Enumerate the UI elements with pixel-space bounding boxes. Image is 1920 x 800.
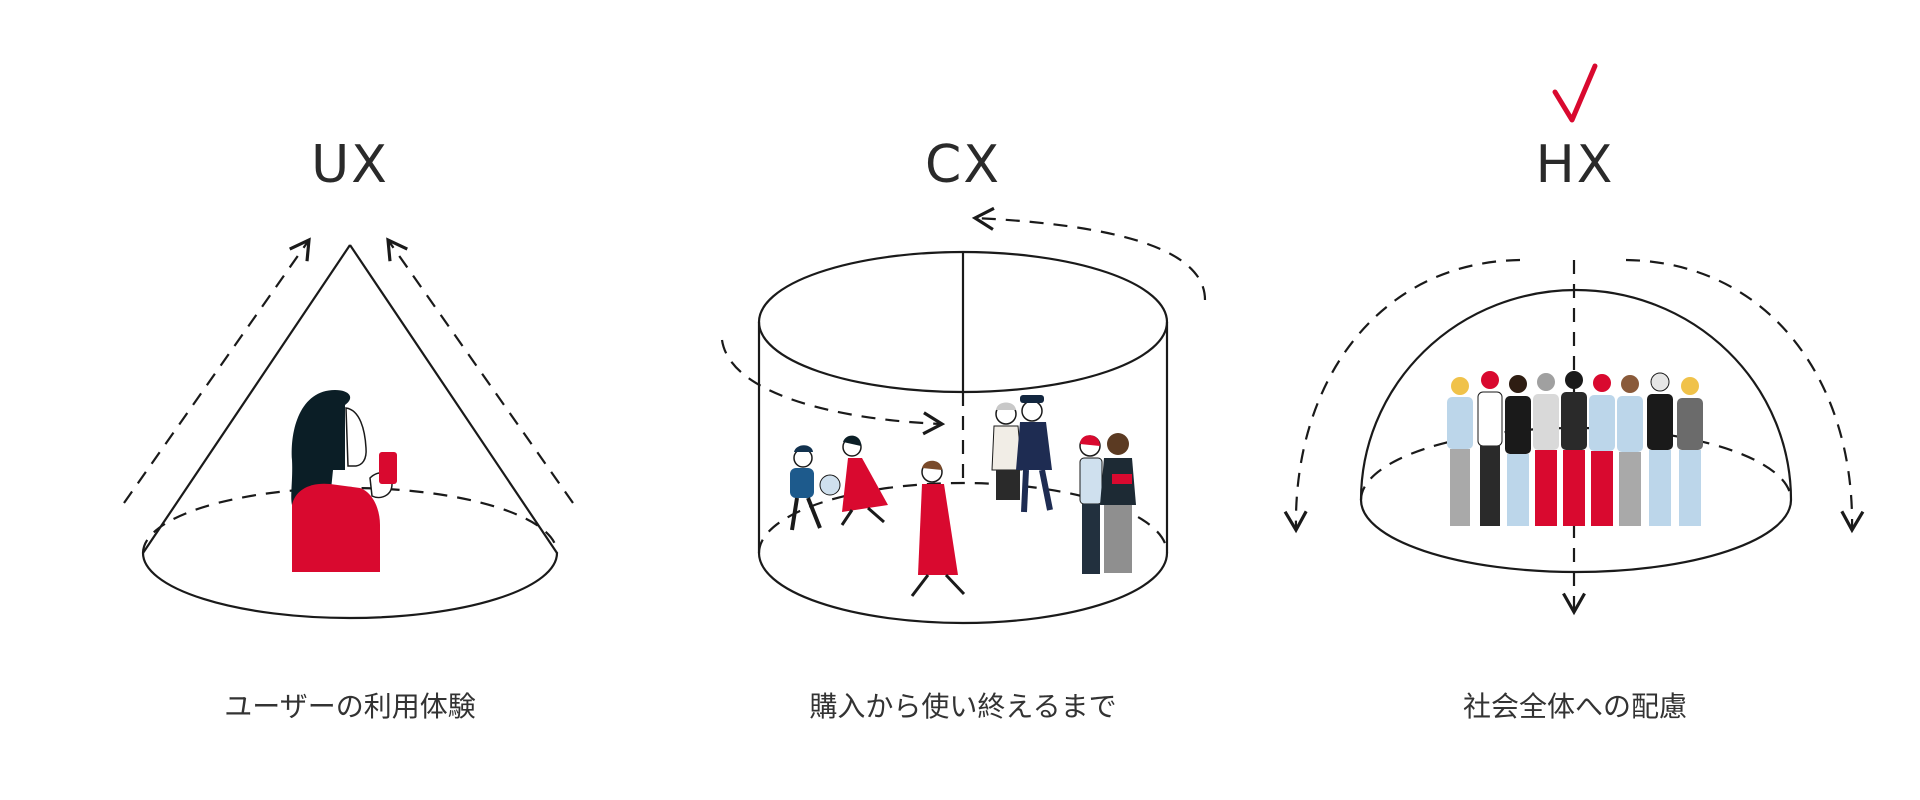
woman-with-phone-illustration xyxy=(291,390,397,572)
panel-title-ux: UX xyxy=(311,135,389,195)
cx-arrows xyxy=(720,206,1207,436)
check-icon xyxy=(1552,63,1598,123)
cx-cylinder-shape xyxy=(757,250,1169,625)
panel-caption-cx: 購入から使い終えるまで xyxy=(809,690,1117,723)
ux-arrows xyxy=(123,237,574,504)
panel-title-hx: HX xyxy=(1535,135,1615,195)
crowd-illustration xyxy=(1447,371,1703,526)
panel-title-cx: CX xyxy=(925,135,1001,195)
panel-caption-ux: ユーザーの利用体験 xyxy=(224,690,476,723)
hx-dome-shape xyxy=(1359,288,1793,574)
people-walking-illustration xyxy=(790,395,1136,597)
panel-caption-hx: 社会全体への配慮 xyxy=(1462,690,1687,723)
